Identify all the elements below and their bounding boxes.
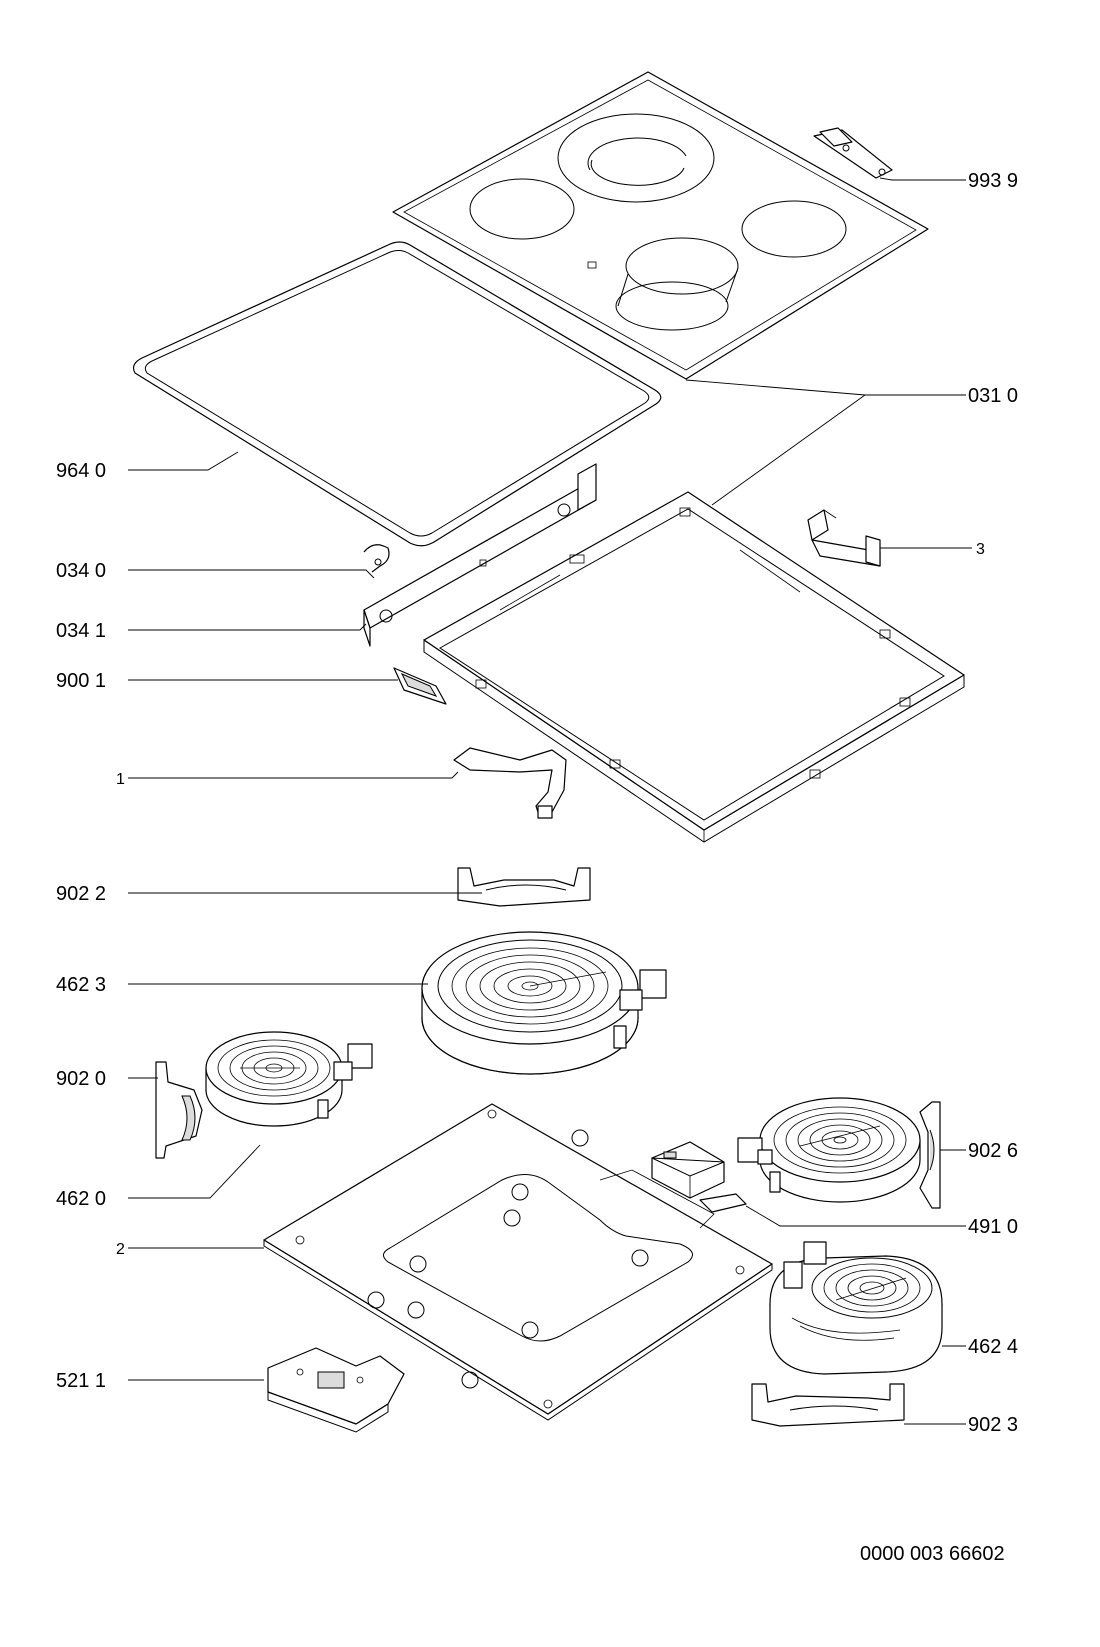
heating-element-902-6 (737, 1097, 941, 1209)
label-900-1: 900 1 (56, 670, 106, 692)
label-902-6: 902 6 (968, 1140, 1018, 1162)
part-labels: 993 9 031 0 964 0 3 034 0 034 1 900 1 1 … (56, 170, 1018, 1565)
rail-034-1 (363, 463, 597, 647)
bracket-902-0 (155, 1061, 203, 1159)
label-902-2: 902 2 (56, 883, 106, 905)
bracket-3 (807, 509, 881, 567)
bracket-902-3 (751, 1383, 905, 1427)
document-number: 0000 003 66602 (860, 1543, 1005, 1565)
label-034-1: 034 1 (56, 620, 106, 642)
ceramic-hob-glass (392, 71, 929, 380)
part-900-1 (393, 667, 447, 705)
heating-element-462-3 (421, 931, 667, 1075)
label-491-0: 491 0 (968, 1216, 1018, 1238)
label-3: 3 (976, 541, 985, 558)
label-2: 2 (116, 1241, 125, 1258)
control-module-521-1 (267, 1347, 405, 1433)
heating-element-462-4 (769, 1241, 943, 1375)
bracket-902-2 (457, 867, 591, 907)
label-964-0: 964 0 (56, 460, 106, 482)
switch-491-0 (651, 1141, 747, 1213)
hob-frame (423, 491, 965, 843)
label-902-0: 902 0 (56, 1068, 106, 1090)
label-902-3: 902 3 (968, 1414, 1018, 1436)
bracket-993-9 (813, 127, 893, 179)
label-034-0: 034 0 (56, 560, 106, 582)
bracket-1 (453, 747, 567, 819)
heating-element-462-0 (205, 1031, 373, 1127)
clip-034-0 (363, 544, 390, 573)
label-031-0: 031 0 (968, 385, 1018, 407)
gasket-seal (132, 241, 662, 547)
label-1: 1 (116, 771, 125, 788)
label-462-4: 462 4 (968, 1336, 1018, 1358)
leader-lines (128, 177, 972, 1425)
base-plate-2 (263, 1103, 773, 1421)
label-462-0: 462 0 (56, 1188, 106, 1210)
label-521-1: 521 1 (56, 1370, 106, 1392)
label-462-3: 462 3 (56, 974, 106, 996)
label-993-9: 993 9 (968, 170, 1018, 192)
